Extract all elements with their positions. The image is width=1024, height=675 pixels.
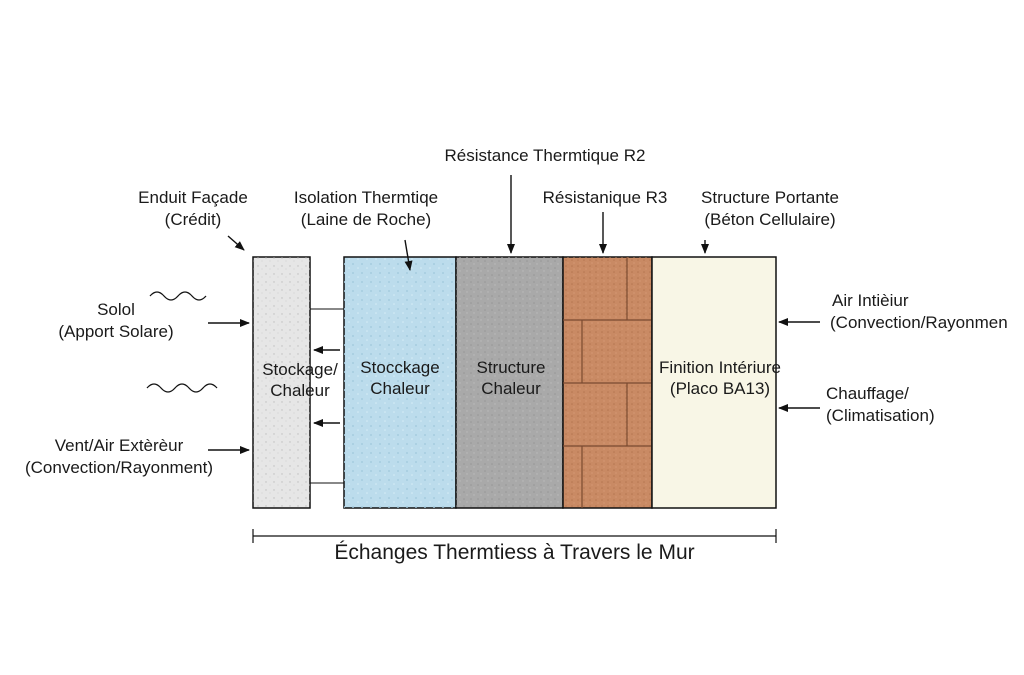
solar-wave: [149, 291, 207, 301]
label-solol: Solol (Apport Solare): [36, 299, 196, 343]
enduit-arrow: [227, 235, 245, 251]
label-vent-line2: (Convection/Rayonment): [24, 458, 214, 477]
enduit-layer-text-line2: Chaleur: [270, 381, 330, 400]
finition-layer-text: Finition Intériure (Placo BA13): [640, 357, 800, 399]
label-air-interieur: Air Intièiur (Convection/Rayonmen: [830, 290, 1020, 334]
isolation-arrow: [404, 239, 413, 271]
enduit-layer-text-line1: Stockage/: [262, 360, 338, 379]
label-structure-portante-line2: (Béton Cellulaire): [704, 210, 836, 229]
label-isolation: Isolation Thermtiqe (Laine de Roche): [276, 187, 456, 231]
structure-layer-text-line1: Structure: [476, 358, 546, 377]
label-enduit-line2: (Crédit): [164, 210, 222, 229]
enduit-layer-text: Stockage/ Chaleur: [250, 359, 350, 401]
label-structure-portante: Structure Portante (Béton Cellulaire): [680, 187, 860, 231]
finition-layer-text-line2: (Placo BA13): [669, 379, 771, 398]
label-chauffage: Chauffage/ (Climatisation): [826, 383, 986, 427]
isolation-layer-text: Stocckage Chaleur: [344, 357, 456, 399]
structure-layer-text: Structure Chaleur: [456, 357, 566, 399]
label-solol-line2: (Apport Solare): [58, 322, 174, 341]
brick-mortar-lines: [563, 257, 652, 508]
label-air-interieur-line1: Air Intièiur: [832, 291, 909, 310]
structure-layer-text-line2: Chaleur: [481, 379, 541, 398]
label-vent: Vent/Air Extèrèur (Convection/Rayonment): [6, 435, 232, 479]
label-structure-portante-line1: Structure Portante: [701, 188, 839, 207]
label-vent-line1: Vent/Air Extèrèur: [54, 436, 184, 455]
label-solol-line1: Solol: [97, 300, 135, 319]
finition-layer: [651, 256, 777, 509]
isolation-layer-text-line1: Stocckage: [360, 358, 440, 377]
label-isolation-line2: (Laine de Roche): [300, 210, 432, 229]
wind-wave: [146, 383, 218, 393]
label-air-interieur-line2: (Convection/Rayonmen: [830, 313, 1008, 332]
label-chauffage-line2: (Climatisation): [826, 406, 935, 425]
label-resistance-r2: Résistance Thermtique R2: [444, 146, 646, 165]
dimension-line: [252, 529, 777, 543]
label-enduit-line1: Enduit Façade: [138, 188, 248, 207]
isolation-layer-text-line2: Chaleur: [370, 379, 430, 398]
finition-layer-text-line1: Finition Intériure: [659, 358, 781, 377]
label-enduit: Enduit Façade (Crédit): [118, 187, 268, 231]
label-resistanique-r3: Résistanique R3: [542, 188, 668, 207]
label-chauffage-line1: Chauffage/: [826, 384, 909, 403]
diagram-caption: Échanges Thermtiess à Travers le Mur: [334, 541, 695, 564]
label-isolation-line1: Isolation Thermtiqe: [293, 188, 439, 207]
